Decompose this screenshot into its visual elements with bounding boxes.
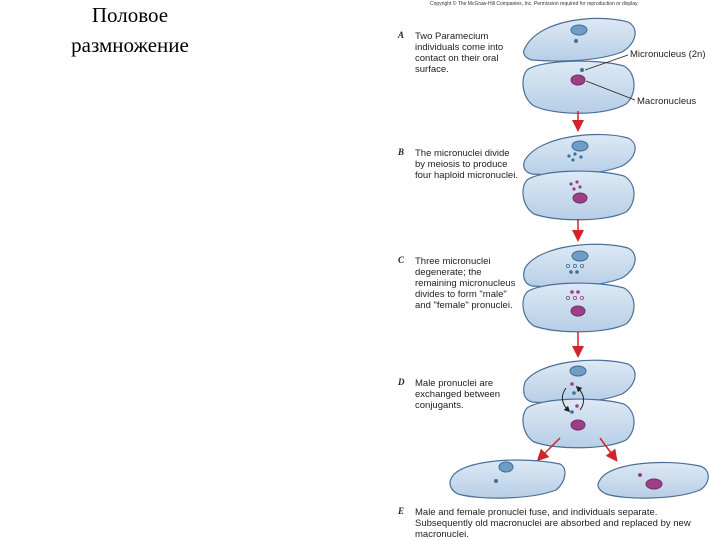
- exchange-arrow: [575, 385, 585, 411]
- stage-c-pair: [522, 243, 636, 333]
- paramecium-cell: [523, 133, 636, 176]
- fused-nucleus: [638, 473, 642, 477]
- step-text-b: The micronuclei divide by meiosis to pro…: [415, 148, 518, 181]
- micronucleus: [572, 187, 576, 191]
- stage-e-separated: [449, 459, 709, 499]
- pronucleus: [569, 270, 573, 274]
- macronucleus: [570, 419, 586, 431]
- micronucleus: [567, 154, 571, 158]
- pronucleus: [575, 404, 579, 408]
- flow-arrow: [536, 437, 561, 462]
- pronucleus: [572, 391, 576, 395]
- macronucleus: [645, 478, 663, 490]
- degenerating-micronucleus: [580, 295, 585, 300]
- step-text-d: Male pronuclei are exchanged between con…: [415, 378, 501, 411]
- stage-b-pair: [522, 133, 636, 221]
- degenerating-micronucleus: [573, 295, 578, 300]
- stage-a-pair: [522, 17, 636, 114]
- pronucleus: [570, 290, 574, 294]
- exchange-arrow: [561, 387, 571, 413]
- macronucleus: [570, 74, 586, 86]
- paramecium-cell: [523, 359, 636, 404]
- paramecium-cell: [523, 243, 636, 288]
- step-letter-c: C: [398, 255, 405, 265]
- pronucleus: [576, 290, 580, 294]
- paramecium-cell: [523, 17, 636, 62]
- micronucleus-label: Micronucleus (2n): [630, 49, 706, 60]
- flow-arrow: [599, 437, 618, 462]
- macronucleus-leader: [585, 80, 636, 101]
- micronucleus: [574, 39, 578, 43]
- step-letter-e: E: [398, 506, 405, 516]
- pronucleus: [575, 270, 579, 274]
- paramecium-cell: [449, 459, 566, 499]
- micronucleus: [578, 185, 582, 189]
- copyright-notice: Copyright © The McGraw-Hill Companies, I…: [430, 1, 639, 7]
- macronucleus: [572, 192, 588, 204]
- pronucleus: [570, 382, 574, 386]
- step-text-e: Male and female pronuclei fuse, and indi…: [415, 507, 691, 540]
- micronucleus: [569, 182, 573, 186]
- step-text-a: Two Paramecium individuals come into con…: [415, 31, 504, 75]
- degenerating-micronucleus: [573, 263, 578, 268]
- macronucleus: [571, 140, 589, 152]
- macronucleus: [569, 365, 587, 377]
- micronucleus: [573, 152, 577, 156]
- macronucleus-label: Macronucleus: [637, 96, 697, 107]
- degenerating-micronucleus: [566, 295, 571, 300]
- step-letter-b: B: [398, 147, 405, 157]
- degenerating-micronucleus: [580, 263, 585, 268]
- micronucleus: [579, 155, 583, 159]
- slide-title: Половое размножение: [71, 3, 189, 57]
- paramecium-cell: [522, 60, 635, 114]
- step-text-c: Three micronuclei degenerate; the remain…: [415, 256, 516, 311]
- macronucleus: [570, 305, 586, 317]
- macronucleus: [570, 24, 588, 36]
- macronucleus: [498, 461, 514, 473]
- micronucleus-leader: [584, 54, 629, 71]
- micronucleus: [580, 68, 584, 72]
- micronucleus: [571, 158, 575, 162]
- degenerating-micronucleus: [566, 263, 571, 268]
- step-letter-a: A: [398, 30, 405, 40]
- stage-d-pair: [522, 359, 636, 449]
- pronucleus: [570, 410, 574, 414]
- macronucleus: [571, 250, 589, 262]
- step-letter-d: D: [398, 377, 405, 387]
- fused-nucleus: [494, 479, 498, 483]
- micronucleus: [575, 180, 579, 184]
